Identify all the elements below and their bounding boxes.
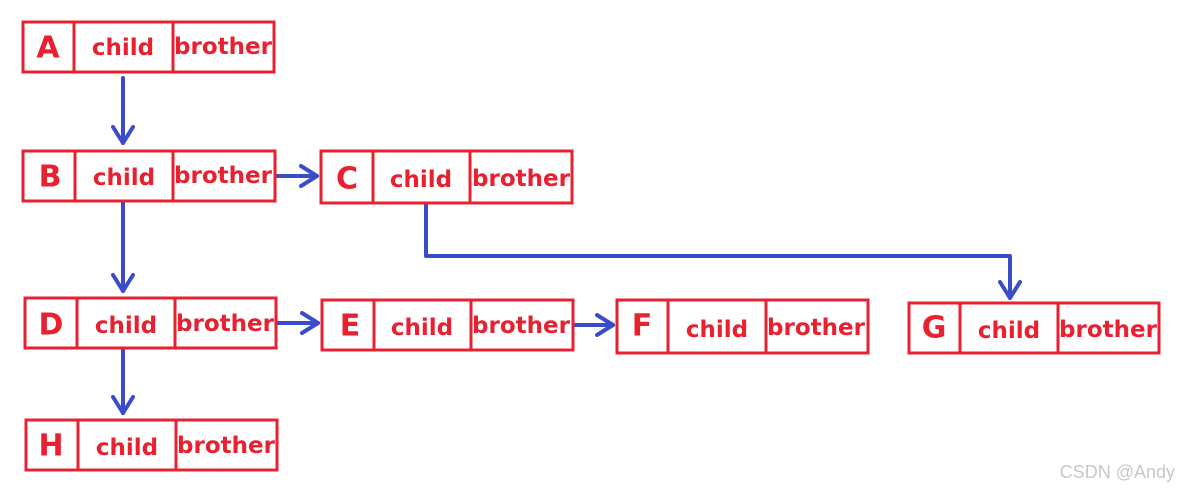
node-e-child-field: child bbox=[391, 315, 453, 341]
node-c: C child brother bbox=[319, 149, 574, 205]
edges bbox=[111, 76, 1022, 415]
node-c-letter: C bbox=[336, 162, 358, 197]
node-a-brother-field: brother bbox=[174, 34, 273, 60]
node-f-box bbox=[615, 298, 870, 355]
node-e-brother-field: brother bbox=[472, 313, 571, 339]
node-b: B child brother bbox=[21, 149, 277, 203]
node-h-brother-field: brother bbox=[177, 433, 276, 459]
node-d-child-field: child bbox=[95, 313, 157, 339]
node-f-brother-field: brother bbox=[767, 315, 866, 341]
node-g-child-field: child bbox=[978, 318, 1040, 344]
node-g-letter: G bbox=[922, 311, 947, 346]
node-a-box bbox=[21, 20, 276, 74]
node-c-box bbox=[319, 149, 574, 205]
node-e-box bbox=[320, 298, 575, 352]
node-g-box bbox=[907, 301, 1161, 355]
node-h-child-field: child bbox=[96, 435, 158, 461]
node-f-letter: F bbox=[632, 309, 653, 344]
node-a: A child brother bbox=[21, 20, 276, 74]
watermark: CSDN @Andy bbox=[1059, 462, 1175, 482]
node-d: D child brother bbox=[23, 296, 278, 350]
node-h: H child brother bbox=[24, 418, 279, 472]
node-f: F child brother bbox=[615, 298, 870, 355]
node-h-letter: H bbox=[38, 429, 63, 464]
node-b-child-field: child bbox=[93, 165, 155, 191]
node-g-brother-field: brother bbox=[1059, 317, 1158, 343]
node-d-box bbox=[23, 296, 278, 350]
node-h-box bbox=[24, 418, 279, 472]
edge-c-child-g bbox=[424, 203, 1022, 300]
node-g: G child brother bbox=[907, 301, 1161, 355]
node-c-brother-field: brother bbox=[472, 166, 571, 192]
node-a-letter: A bbox=[36, 31, 60, 66]
node-b-brother-field: brother bbox=[174, 163, 273, 189]
node-d-letter: D bbox=[39, 308, 64, 343]
node-d-brother-field: brother bbox=[176, 311, 275, 337]
node-f-child-field: child bbox=[686, 317, 748, 343]
node-a-child-field: child bbox=[92, 35, 154, 61]
node-c-child-field: child bbox=[390, 167, 452, 193]
node-b-letter: B bbox=[39, 160, 62, 195]
node-e: E child brother bbox=[320, 298, 575, 352]
node-b-box bbox=[21, 149, 277, 203]
node-e-letter: E bbox=[340, 309, 361, 344]
